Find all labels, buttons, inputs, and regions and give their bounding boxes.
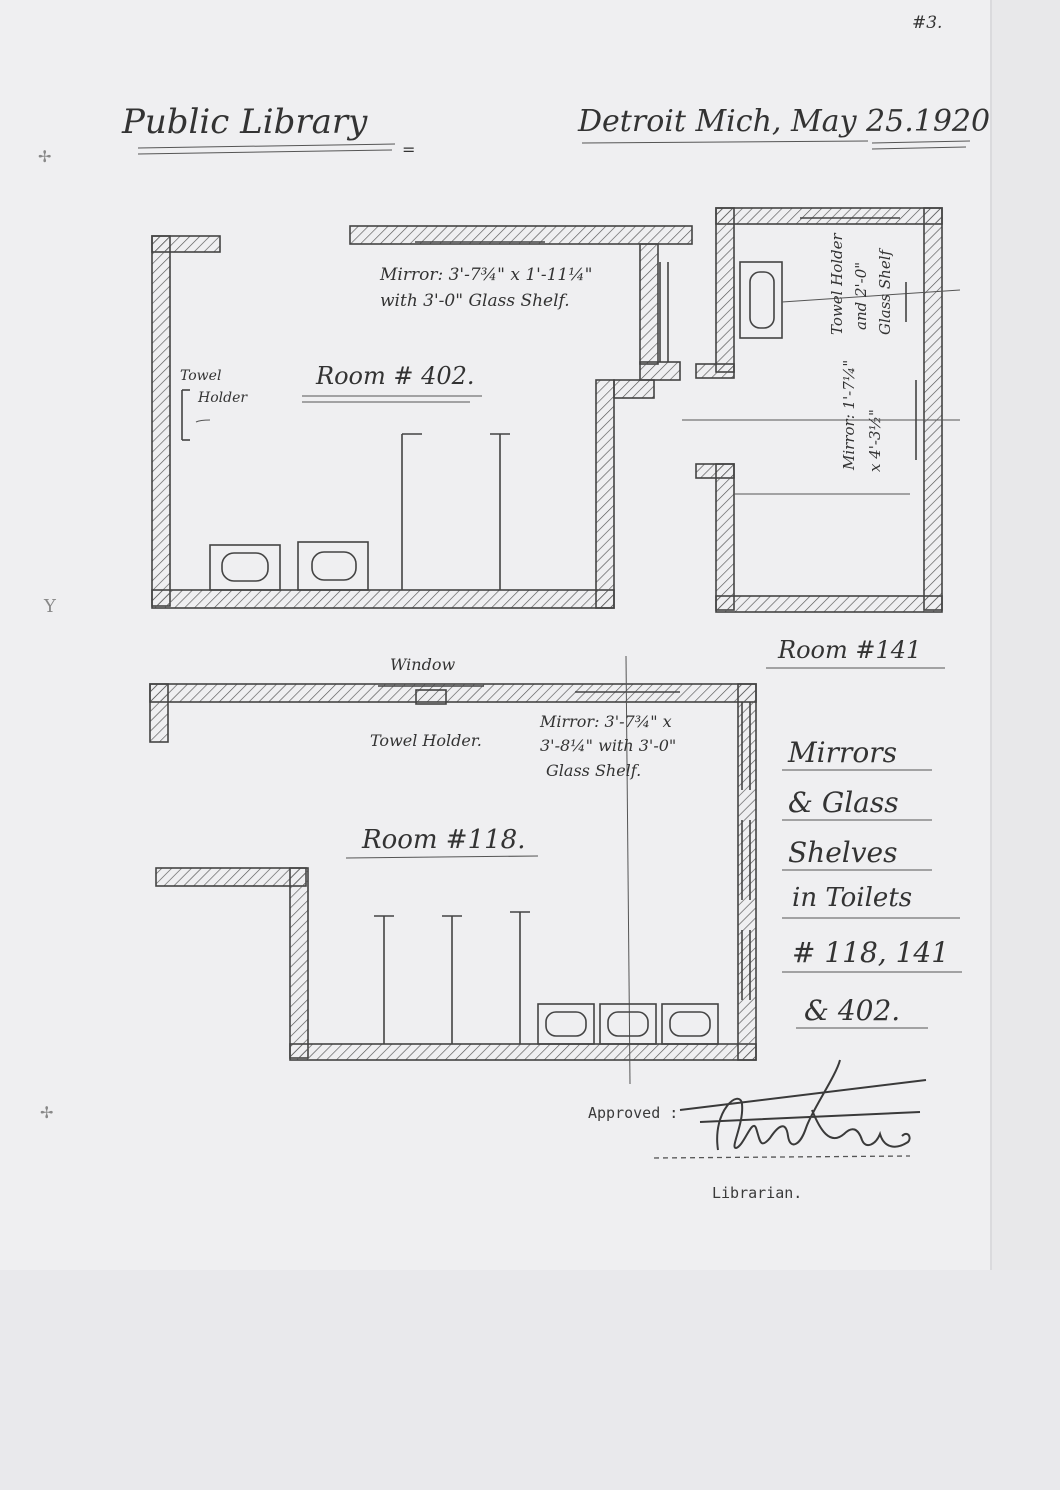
room-141-plan <box>682 207 961 613</box>
punch-mark-1: ✢ <box>38 147 51 166</box>
room-141-mirror-line2: x 4'-3½" <box>866 409 884 472</box>
room-402-towel-line2: Holder <box>197 390 248 406</box>
room-402-towel-line1: Towel <box>180 368 221 384</box>
svg-text:=: = <box>402 140 415 159</box>
room-141-towel-line3: Glass Shelf <box>876 248 894 335</box>
room-118-mirror-line2: 3'-8¼" with 3'-0" <box>540 736 676 755</box>
caption-block: Mirrors & Glass Shelves in Toilets # 118… <box>782 736 962 1029</box>
room-118-title: Room #118. <box>361 825 525 855</box>
underlying-page <box>0 1270 1060 1490</box>
librarian-label: Librarian. <box>712 1184 802 1202</box>
page-number: #3. <box>912 13 942 33</box>
caption-line5: # 118, 141 <box>792 936 949 969</box>
room-118-mirror-line3: Glass Shelf. <box>546 761 641 780</box>
room-402-title: Room # 402. <box>315 362 475 390</box>
punch-mark-3: ✢ <box>40 1103 53 1122</box>
room-402-mirror-line2: with 3'-0" Glass Shelf. <box>380 291 570 311</box>
room-402-plan <box>151 225 693 609</box>
room-141-title: Room #141 <box>777 636 921 664</box>
caption-line2: & Glass <box>788 786 899 819</box>
caption-line6: & 402. <box>804 994 900 1027</box>
approved-label: Approved : <box>588 1104 678 1122</box>
room-118-window-label: Window <box>390 655 455 674</box>
room-118-mirror-line1: Mirror: 3'-7¾" x <box>539 712 672 731</box>
librarian-signature <box>679 1059 927 1151</box>
room-118-plan <box>149 655 757 1085</box>
room-402-mirror-line1: Mirror: 3'-7¾" x 1'-11¼" <box>379 265 593 285</box>
caption-line3: Shelves <box>788 836 898 869</box>
room-141-towel-line2: and 2'-0" <box>852 262 870 330</box>
header-right: Detroit Mich, May 25.1920 <box>577 104 990 139</box>
punch-mark-2: Y <box>43 596 57 617</box>
room-118-towel-label: Towel Holder. <box>370 731 482 750</box>
header-left: Public Library <box>121 102 368 142</box>
caption-line4: in Toilets <box>792 883 912 913</box>
room-141-towel-line1: Towel Holder <box>828 232 846 335</box>
caption-line1: Mirrors <box>787 736 897 769</box>
room-141-mirror-line1: Mirror: 1'-7¼" <box>840 360 858 471</box>
